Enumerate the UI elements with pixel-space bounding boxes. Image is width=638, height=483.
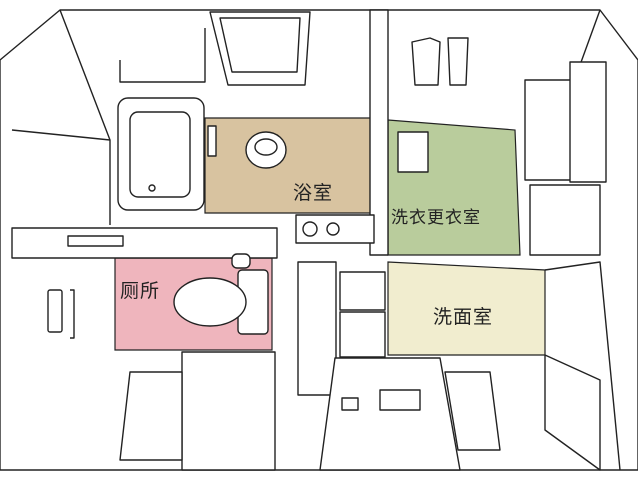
mat-right xyxy=(444,371,501,451)
drawer xyxy=(339,311,386,358)
washroom-doorway-floor xyxy=(319,357,461,471)
paper-holder xyxy=(231,253,251,269)
window-pane xyxy=(219,17,301,73)
bath-shelf xyxy=(207,125,217,157)
right-room-door xyxy=(544,354,601,471)
drain xyxy=(148,184,156,192)
grab-rail xyxy=(119,28,206,83)
bath-stool-top xyxy=(254,138,278,156)
toilet-doorway-floor xyxy=(181,351,276,471)
slippers xyxy=(341,397,359,411)
pillar xyxy=(369,9,389,256)
slippers xyxy=(379,389,421,411)
drawer xyxy=(339,271,386,311)
hanging-towel xyxy=(447,37,469,86)
bathroom-label: 浴室 xyxy=(293,182,334,204)
washroom-label: 洗面室 xyxy=(433,306,494,328)
laundry-mat xyxy=(397,131,429,173)
faucet-knob xyxy=(326,222,340,236)
right-room-wall xyxy=(544,261,621,471)
mat-left xyxy=(119,371,183,461)
left-partition xyxy=(11,129,111,141)
toilet-remote xyxy=(47,289,63,333)
toilet-label: 厕所 xyxy=(120,280,161,302)
hanging-shirt xyxy=(411,37,441,86)
washing-machine xyxy=(529,184,601,256)
toilet-bowl xyxy=(173,277,247,327)
laundry-room-label: 洗衣更衣室 xyxy=(391,208,481,228)
toilet-shelf-detail xyxy=(67,235,124,247)
handrail xyxy=(70,289,75,339)
dryer-side xyxy=(569,61,607,183)
faucet-knob xyxy=(302,221,318,237)
toilet-shelf xyxy=(11,227,278,259)
bathtub-inner xyxy=(129,111,191,198)
door xyxy=(297,261,337,396)
